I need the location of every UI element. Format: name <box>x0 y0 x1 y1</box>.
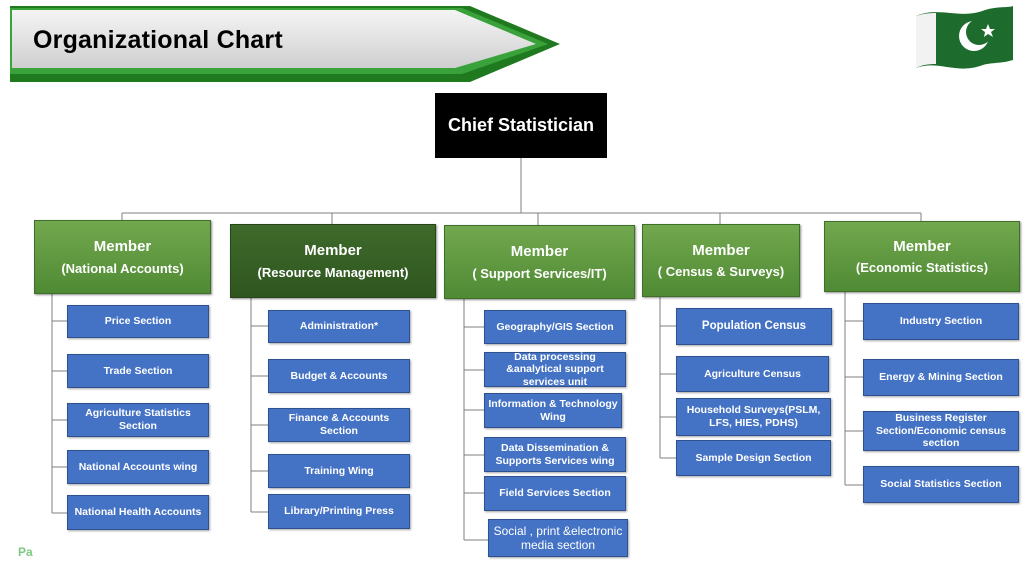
section-box: Price Section <box>67 305 209 338</box>
member-subtitle: ( Support Services/IT) <box>472 265 607 281</box>
section-box: Information & Technology Wing <box>484 393 622 428</box>
section-box: Business Register Section/Economic censu… <box>863 411 1019 451</box>
section-box: Energy & Mining Section <box>863 359 1019 396</box>
member-economic-statistics: Member (Economic Statistics) <box>824 221 1020 292</box>
member-support-services: Member ( Support Services/IT) <box>444 225 635 299</box>
section-box: National Accounts wing <box>67 450 209 484</box>
section-box: Sample Design Section <box>676 440 831 476</box>
member-subtitle: (National Accounts) <box>61 260 184 276</box>
section-box: Social , print &electronic media section <box>488 519 628 557</box>
member-title: Member <box>93 238 152 256</box>
section-box: Agriculture Statistics Section <box>67 403 209 437</box>
section-box: National Health Accounts <box>67 495 209 530</box>
section-box: Data processing &analytical support serv… <box>484 351 626 388</box>
page-title: Organizational Chart <box>33 26 283 54</box>
member-national-accounts: Member (National Accounts) <box>34 220 211 294</box>
section-box: Social Statistics Section <box>863 466 1019 503</box>
member-title: Member <box>893 237 951 255</box>
member-title: Member <box>510 243 569 261</box>
section-box: Geography/GIS Section <box>484 310 626 344</box>
member-title: Member <box>692 241 750 259</box>
title-banner <box>10 6 560 82</box>
member-census-surveys: Member ( Census & Surveys) <box>642 224 800 297</box>
member-title: Member <box>304 242 362 260</box>
section-box: Agriculture Census <box>676 356 829 392</box>
section-box: Trade Section <box>67 354 209 388</box>
member-resource-management: Member (Resource Management) <box>230 224 436 298</box>
member-subtitle: ( Census & Surveys) <box>657 264 785 280</box>
section-box: Training Wing <box>268 454 410 488</box>
section-box: Budget & Accounts <box>268 359 410 393</box>
section-box: Household Surveys(PSLM, LFS, HIES, PDHS) <box>676 398 831 436</box>
member-subtitle: (Resource Management) <box>257 264 409 280</box>
section-box: Population Census <box>676 308 832 345</box>
section-box: Finance & Accounts Section <box>268 408 410 442</box>
pakistan-flag-icon <box>916 6 1013 69</box>
section-box: Data Dissemination & Supports Services w… <box>484 437 626 472</box>
footer-text: Pa <box>18 545 33 559</box>
section-box: Library/Printing Press <box>268 494 410 529</box>
section-box: Field Services Section <box>484 476 626 511</box>
section-box: Industry Section <box>863 303 1019 340</box>
section-box: Administration* <box>268 310 410 343</box>
chief-statistician-box: Chief Statistician <box>435 93 607 158</box>
member-subtitle: (Economic Statistics) <box>855 260 989 276</box>
